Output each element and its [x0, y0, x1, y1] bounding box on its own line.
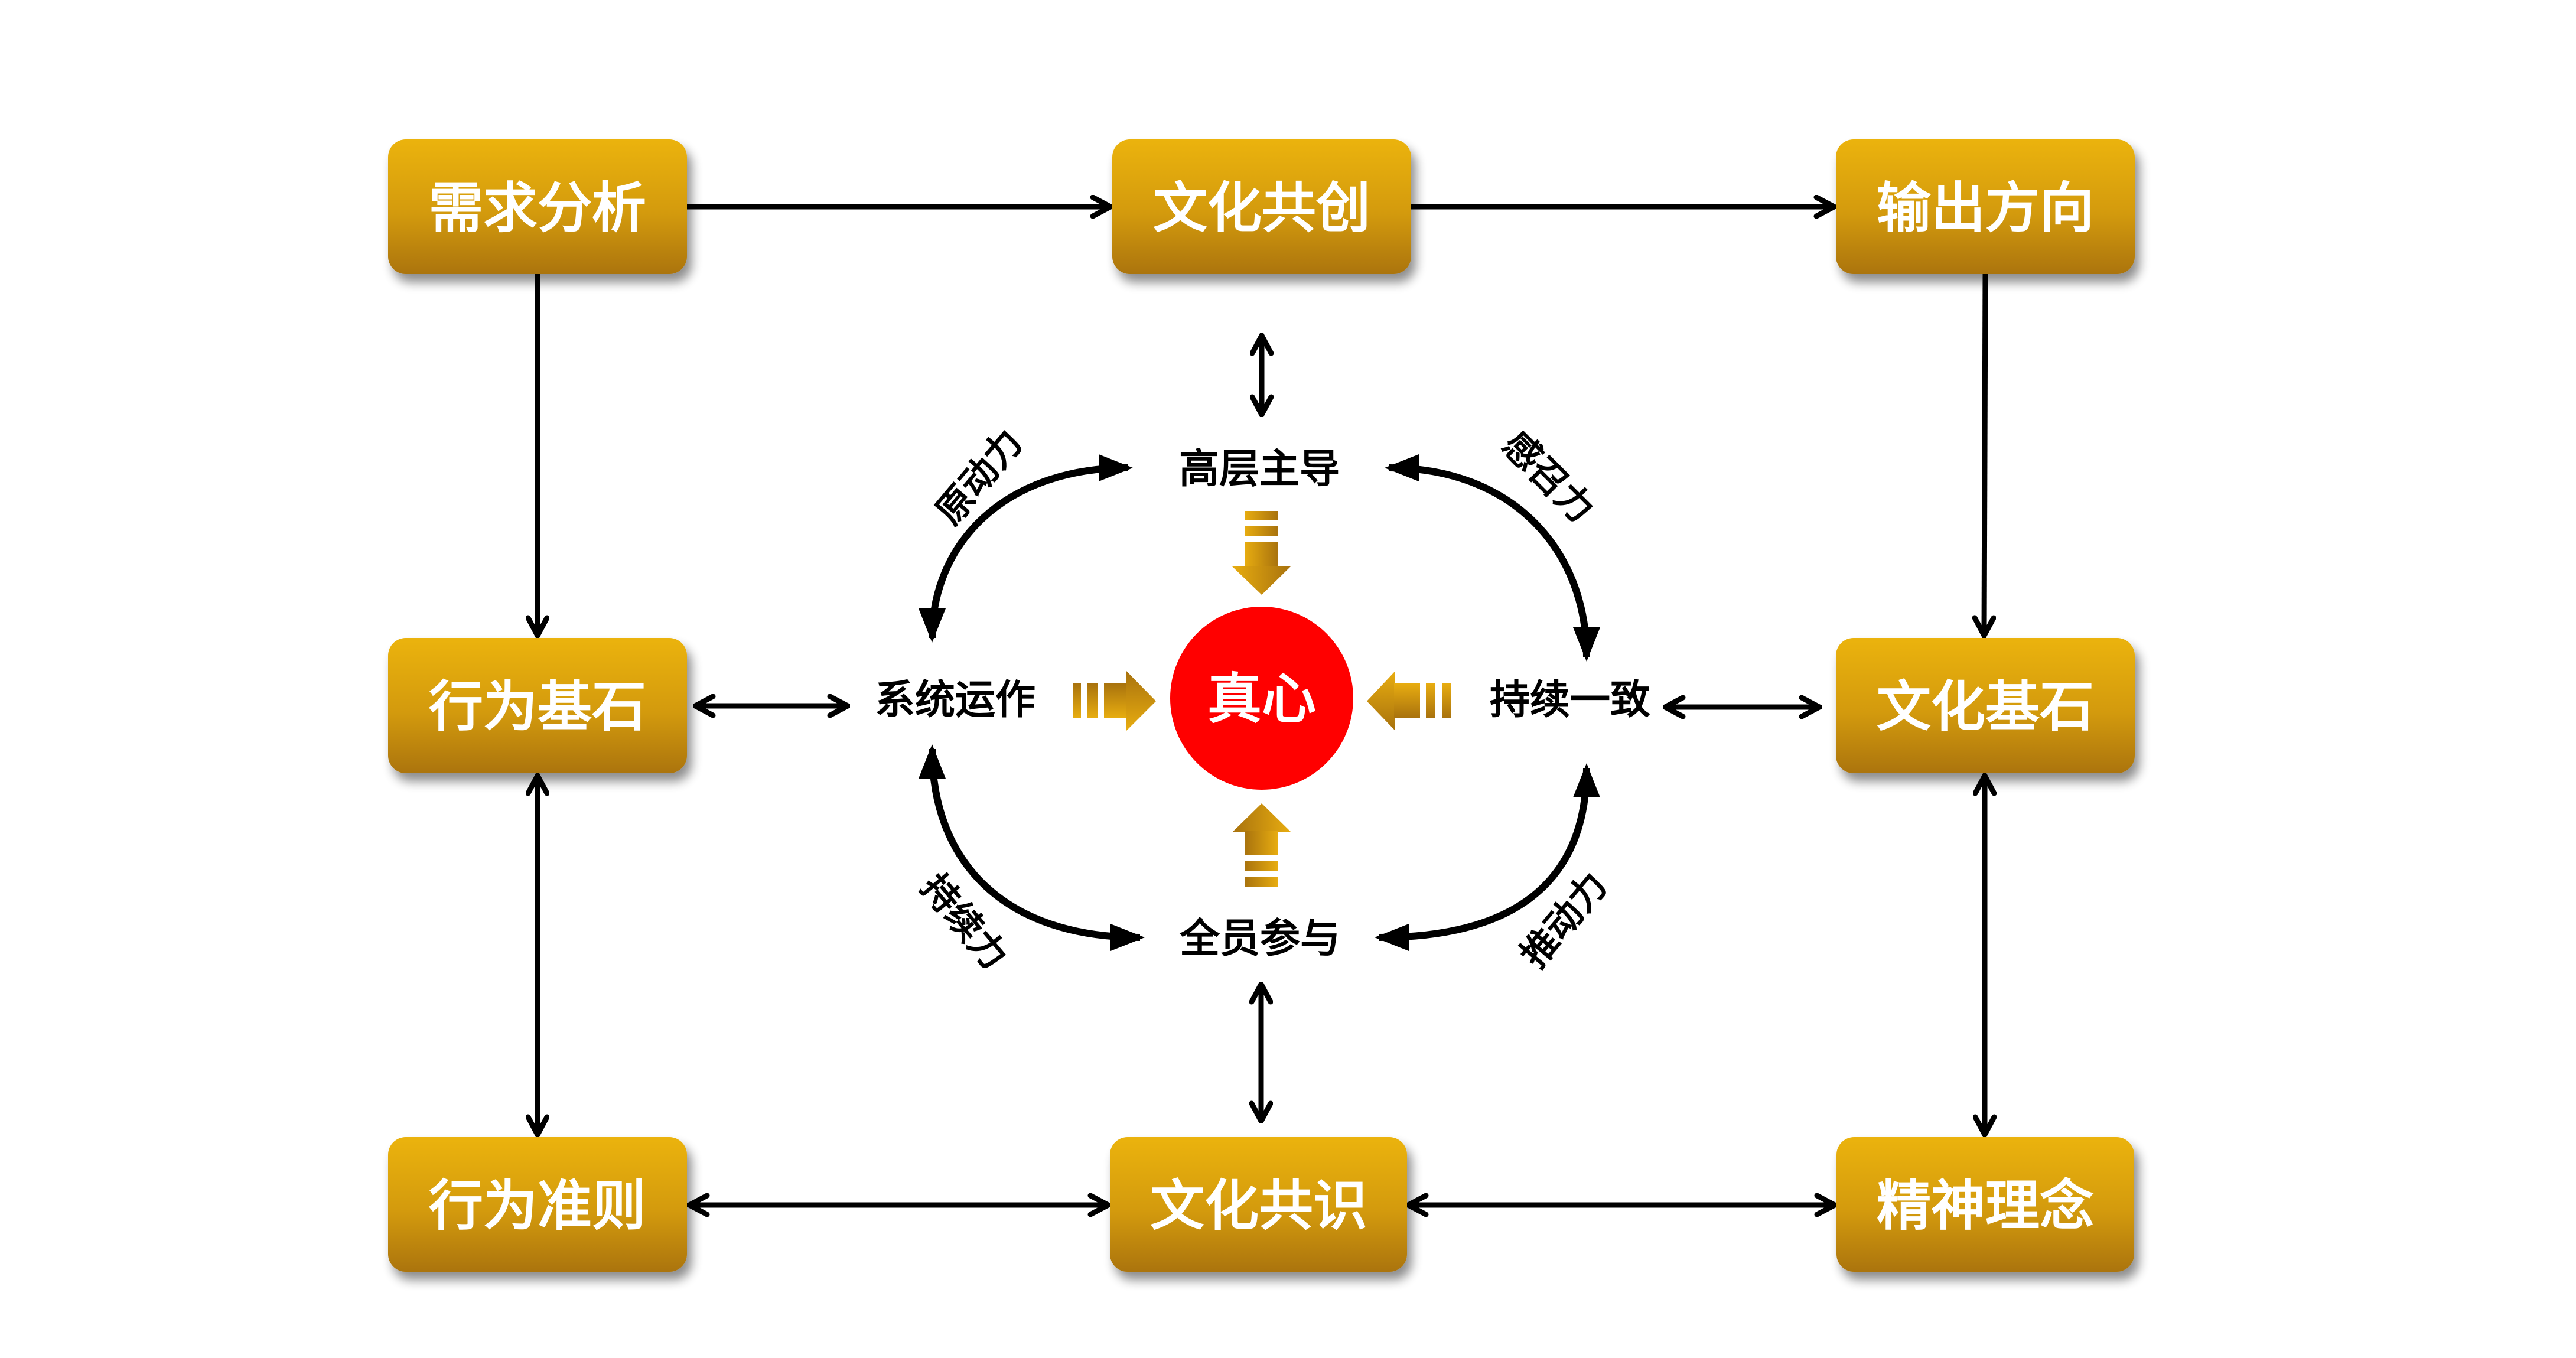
force-label-driving-origin: 原动力	[927, 421, 1031, 533]
box-label: 文化共识	[1150, 1174, 1367, 1237]
gold-arrow-left-icon	[1367, 671, 1451, 731]
arrow-output-to-culture-foundation	[1984, 273, 1985, 636]
force-label-appeal: 感召力	[1494, 423, 1603, 531]
gold-arrow-up-icon	[1232, 803, 1291, 887]
box-behavior-foundation[interactable]: 行为基石	[388, 638, 687, 773]
box-label: 需求分析	[429, 177, 646, 240]
box-culture-foundation[interactable]: 文化基石	[1836, 638, 2135, 773]
arc-leadership-consistency	[1385, 454, 1600, 662]
box-spirit-philosophy[interactable]: 精神理念	[1836, 1137, 2134, 1272]
box-behavior-code[interactable]: 行为准则	[388, 1137, 687, 1272]
box-label: 行为准则	[429, 1174, 646, 1237]
arc-system-leadership	[919, 454, 1133, 643]
arc-consistency-participation	[1375, 763, 1600, 951]
core-circle[interactable]: 真心	[1170, 607, 1353, 790]
box-label: 行为基石	[429, 675, 646, 738]
core-label: 真心	[1207, 667, 1316, 731]
force-label-sustaining: 持续力	[913, 866, 1016, 978]
outer-connectors	[538, 207, 1985, 1205]
node-full-participation[interactable]: 全员参与	[1179, 916, 1340, 962]
force-label-pushing: 推动力	[1512, 864, 1616, 976]
gold-arrow-down-icon	[1232, 511, 1291, 595]
arc-system-participation	[919, 744, 1145, 951]
node-system-operation[interactable]: 系统运作	[875, 677, 1035, 724]
box-culture-consensus[interactable]: 文化共识	[1110, 1137, 1407, 1272]
box-label: 文化共创	[1153, 177, 1370, 240]
gold-arrow-right-icon	[1073, 671, 1156, 731]
node-leadership[interactable]: 高层主导	[1179, 446, 1340, 493]
box-label: 文化基石	[1877, 675, 2094, 738]
node-consistency[interactable]: 持续一致	[1490, 677, 1650, 724]
inner-cycle	[919, 454, 1600, 951]
box-output-direction[interactable]: 输出方向	[1836, 139, 2135, 274]
box-label: 输出方向	[1877, 177, 2094, 240]
box-culture-cocreation[interactable]: 文化共创	[1112, 139, 1411, 274]
box-label: 精神理念	[1877, 1174, 2094, 1237]
box-needs-analysis[interactable]: 需求分析	[388, 139, 687, 274]
